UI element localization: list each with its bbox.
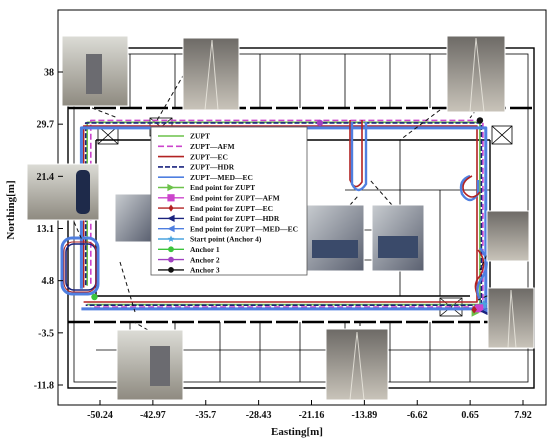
legend-swatch-marker: [167, 183, 175, 192]
x-tick-label: -6.62: [407, 410, 428, 421]
photo-door-northwest: [86, 54, 102, 94]
corridor-detour-6: [476, 247, 488, 301]
legend-entry: Anchor 1: [158, 245, 220, 254]
x-tick-label: -35.7: [195, 410, 216, 421]
y-tick-label: 38: [44, 68, 54, 79]
corridor-detour-5: [474, 249, 485, 297]
x-tick-label: -21.16: [299, 410, 325, 421]
legend-label: End point for ZUPT: [190, 183, 255, 192]
legend-label: ZUPT—AFM: [190, 142, 235, 151]
legend-label: End point for ZUPT—MED—EC: [190, 224, 298, 233]
x-tick-label: -50.24: [87, 410, 113, 421]
end-point-marker: [475, 304, 484, 313]
x-axis-title: Easting[m]: [271, 426, 323, 438]
west-room-loop-3: [63, 241, 97, 293]
legend-label: Start point (Anchor 4): [190, 235, 262, 244]
legend-items: ZUPTZUPT—AFMZUPT—ECZUPT—HDRZUPT—MED—ECEn…: [158, 132, 298, 275]
photo-east-corridor: [486, 210, 530, 262]
end-point-marker: [471, 305, 477, 314]
photo-northeast: [446, 35, 506, 113]
legend-swatch-marker: [168, 246, 174, 253]
trajectory-loops: [60, 120, 488, 301]
y-axis-title: Northing[m]: [5, 180, 17, 239]
legend-swatch-marker: [167, 225, 175, 233]
legend-entry: End point for ZUPT—AFM: [158, 194, 280, 203]
legend-entry: End point for ZUPT—MED—EC: [158, 224, 298, 233]
legend-entry: ZUPT—EC: [158, 152, 228, 161]
west-room-loop-1: [60, 236, 100, 296]
legend-label: ZUPT—HDR: [190, 163, 235, 172]
legend-entry: Start point (Anchor 4): [158, 235, 262, 244]
legend-label: End point for ZUPT—HDR: [190, 214, 280, 223]
marker-layer: [91, 117, 492, 317]
legend-swatch-marker: [168, 204, 174, 212]
legend-label: Anchor 1: [190, 245, 220, 254]
photo-lab-desk-2: [378, 236, 418, 258]
y-tick-label: 29.7: [37, 120, 55, 131]
legend-label: End point for ZUPT—EC: [190, 204, 273, 213]
x-tick-label: 7.92: [514, 410, 532, 421]
stair-cross-east: [491, 125, 513, 145]
legend-entry: ZUPT—MED—EC: [158, 173, 253, 182]
photo-door-south: [150, 346, 170, 386]
x-axis: -50.24 -42.97 -35.7 -28.43 -21.16 -13.89 -6.62…: [87, 400, 532, 421]
x-tick-label: -42.97: [140, 410, 166, 421]
legend-entry: End point for ZUPT—HDR: [158, 214, 280, 223]
legend-swatch-marker: [168, 256, 174, 263]
legend-label: Anchor 2: [190, 255, 220, 264]
legend-label: ZUPT—MED—EC: [190, 173, 253, 182]
y-tick-label: -11.8: [34, 381, 54, 392]
photo-person-figure: [76, 170, 90, 214]
photo-lab-desk-1: [312, 240, 358, 258]
legend-entry: Anchor 2: [158, 255, 220, 264]
corridor-detour-4: [462, 175, 481, 198]
corridor-detour-2: [350, 122, 368, 192]
legend-entry: End point for ZUPT—EC: [158, 204, 273, 213]
x-tick-label: -13.89: [351, 410, 377, 421]
y-tick-label: 21.4: [37, 172, 55, 183]
photo-details: [204, 37, 517, 401]
legend: ZUPTZUPT—AFMZUPT—ECZUPT—HDRZUPT—MED—ECEn…: [150, 126, 308, 276]
corridor-detour-1: [349, 120, 363, 188]
legend-swatch-marker: [168, 267, 174, 273]
photo-south-corridor: [325, 328, 389, 401]
y-tick-label: 13.1: [37, 224, 55, 235]
legend-label: ZUPT—EC: [190, 152, 228, 161]
anchor-marker: [91, 293, 98, 301]
anchor-marker: [316, 119, 324, 127]
legend-label: Anchor 3: [190, 266, 220, 275]
legend-box: [150, 126, 308, 276]
y-axis: 38 29.7 21.4 13.1 4.8 -3.5 -11.8: [34, 68, 63, 392]
legend-entry: End point for ZUPT: [158, 183, 255, 192]
legend-swatch-marker: [167, 235, 175, 242]
y-tick-label: -3.5: [38, 328, 54, 339]
photo-west-door: [114, 193, 152, 243]
photo-insets: [26, 35, 535, 401]
anchor-marker: [476, 117, 484, 124]
stair-box-east: [491, 125, 513, 145]
legend-label: End point for ZUPT—AFM: [190, 194, 280, 203]
legend-label: ZUPT: [190, 132, 210, 141]
legend-entry: ZUPT—AFM: [158, 142, 235, 151]
legend-swatch-marker: [167, 194, 175, 202]
x-tick-label: -28.43: [246, 410, 272, 421]
photo-lab-1: [305, 204, 365, 272]
legend-swatch-marker: [167, 214, 175, 222]
legend-entry: Anchor 3: [158, 266, 220, 275]
y-tick-label: 4.8: [42, 276, 55, 287]
legend-entry: ZUPT: [158, 132, 210, 141]
corridor-detour-3: [459, 174, 480, 202]
legend-entry: ZUPT—HDR: [158, 163, 235, 172]
x-tick-label: 0.65: [461, 410, 479, 421]
